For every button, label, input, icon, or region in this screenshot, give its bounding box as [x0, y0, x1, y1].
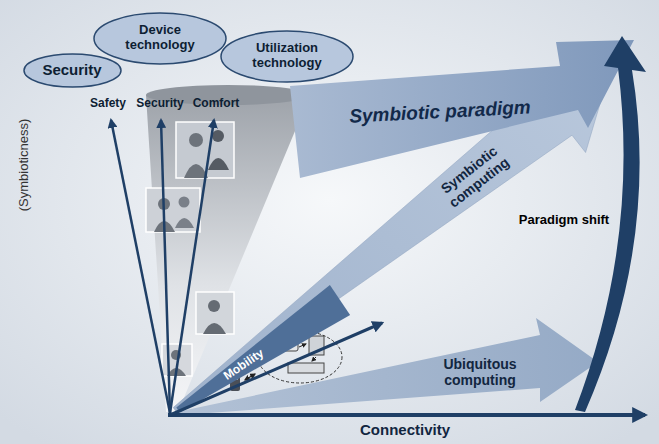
- node-text: Security: [42, 61, 101, 78]
- mobility-axis: [170, 323, 382, 415]
- people-photos: [146, 122, 234, 376]
- ellipse-shape: [94, 13, 226, 64]
- ubiquitous-arrow: [172, 318, 598, 415]
- ellipse-node: Security: [23, 53, 122, 88]
- node-text: Utilization technology: [245, 41, 329, 71]
- connectivity-axis: [168, 413, 645, 417]
- diagram-label: Safety: [90, 97, 126, 111]
- diagram-label: Paradigm shift: [519, 213, 609, 228]
- node-text: Device technology: [118, 23, 202, 53]
- diagram-label: Comfort: [193, 97, 240, 111]
- diagram-label: Connectivity: [360, 421, 450, 438]
- ellipse-shape: [24, 54, 121, 87]
- diagram-label: (Symbioticness): [17, 119, 32, 211]
- diagram-label: Ubiquitous computing: [435, 356, 525, 388]
- ellipse-node: Utilization technology: [220, 30, 354, 83]
- ellipse-node: Device technology: [93, 12, 227, 65]
- ellipse-shape: [221, 31, 353, 82]
- diagram-label: Security: [136, 97, 183, 111]
- funnel-arrows: [111, 120, 214, 413]
- symbiotic-computing-arrow: [173, 70, 610, 412]
